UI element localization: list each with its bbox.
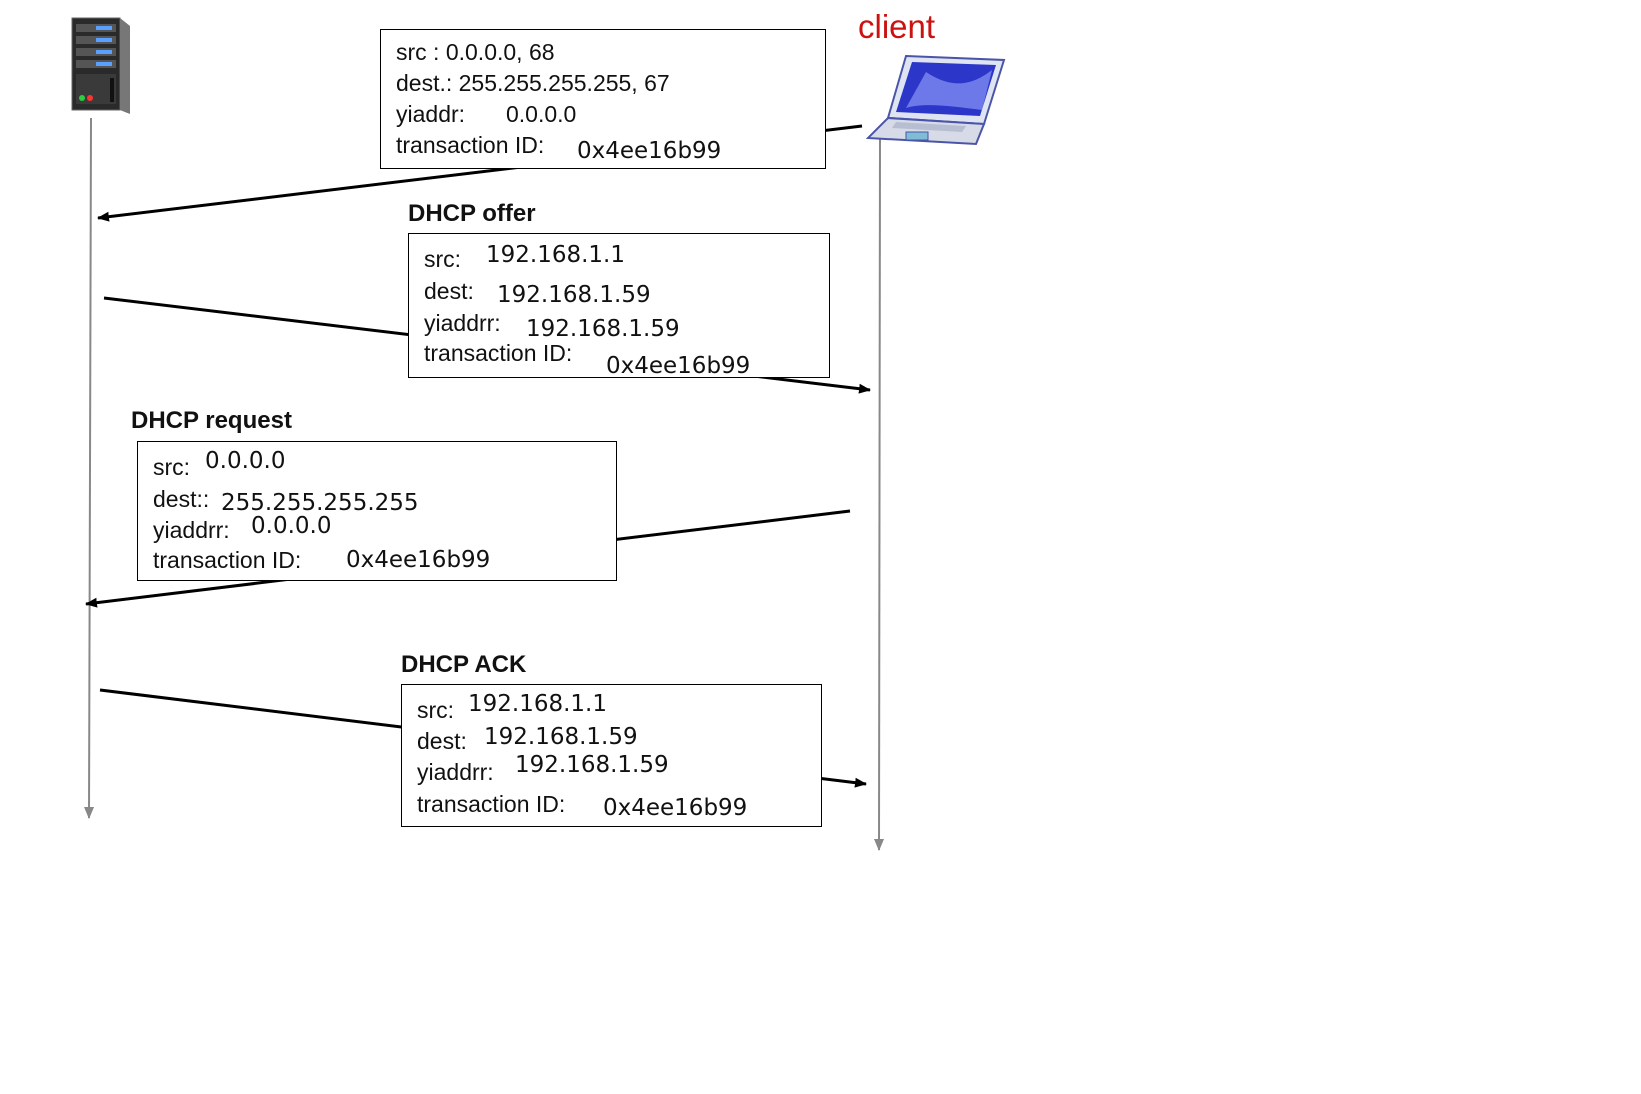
discover-tid-label: transaction ID:	[396, 132, 545, 158]
request-src-value: 0.0.0.0	[205, 448, 286, 474]
ack-dest-value: 192.168.1.59	[484, 724, 638, 750]
ack-dest-label: dest:	[417, 728, 467, 754]
client-timeline	[874, 131, 885, 851]
discover-yiaddr-label: yiaddr:	[396, 101, 466, 127]
offer-box: src: 192.168.1.1 dest: 192.168.1.59 yiad…	[408, 233, 830, 379]
offer-dest-value: 192.168.1.59	[497, 282, 651, 308]
discover-src: src : 0.0.0.0, 68	[396, 39, 555, 65]
request-tid-label: transaction ID:	[153, 547, 302, 573]
ack-yiaddr-label: yiaddrr:	[417, 759, 494, 785]
ack-title: DHCP ACK	[401, 651, 527, 678]
laptop-icon	[866, 54, 1006, 146]
request-yiaddr-value: 0.0.0.0	[251, 513, 332, 539]
ack-tid-label: transaction ID:	[417, 791, 566, 817]
ack-yiaddr-value: 192.168.1.59	[515, 752, 669, 778]
offer-dest-label: dest:	[424, 278, 474, 304]
request-src-label: src:	[153, 454, 191, 480]
offer-src-label: src:	[424, 246, 462, 272]
offer-src-value: 192.168.1.1	[486, 242, 625, 268]
discover-yiaddr-value: 0.0.0.0	[506, 101, 577, 127]
discover-tid-value: 0x4ee16b99	[577, 138, 722, 164]
server-timeline	[84, 117, 95, 819]
discover-box: src : 0.0.0.0, 68 dest.: 255.255.255.255…	[380, 29, 826, 169]
discover-dest: dest.: 255.255.255.255, 67	[396, 70, 670, 96]
request-title: DHCP request	[131, 407, 292, 434]
offer-yiaddr-value: 192.168.1.59	[526, 316, 680, 342]
ack-src-label: src:	[417, 697, 455, 723]
request-yiaddr-label: yiaddrr:	[153, 517, 230, 543]
offer-yiaddr-label: yiaddrr:	[424, 310, 501, 336]
ack-tid-value: 0x4ee16b99	[603, 795, 748, 821]
request-dest-value: 255.255.255.255	[221, 490, 419, 516]
server-icon	[71, 17, 130, 114]
request-box: src: 0.0.0.0 dest:: 255.255.255.255 yiad…	[137, 441, 617, 581]
client-label: client	[858, 8, 936, 45]
request-dest-label: dest::	[153, 486, 210, 512]
offer-title: DHCP offer	[408, 200, 536, 227]
ack-src-value: 192.168.1.1	[468, 691, 607, 717]
ack-box: src: 192.168.1.1 dest: 192.168.1.59 yiad…	[401, 684, 822, 827]
offer-tid-label: transaction ID:	[424, 340, 573, 366]
request-tid-value: 0x4ee16b99	[346, 547, 491, 573]
offer-tid-value: 0x4ee16b99	[606, 353, 751, 379]
